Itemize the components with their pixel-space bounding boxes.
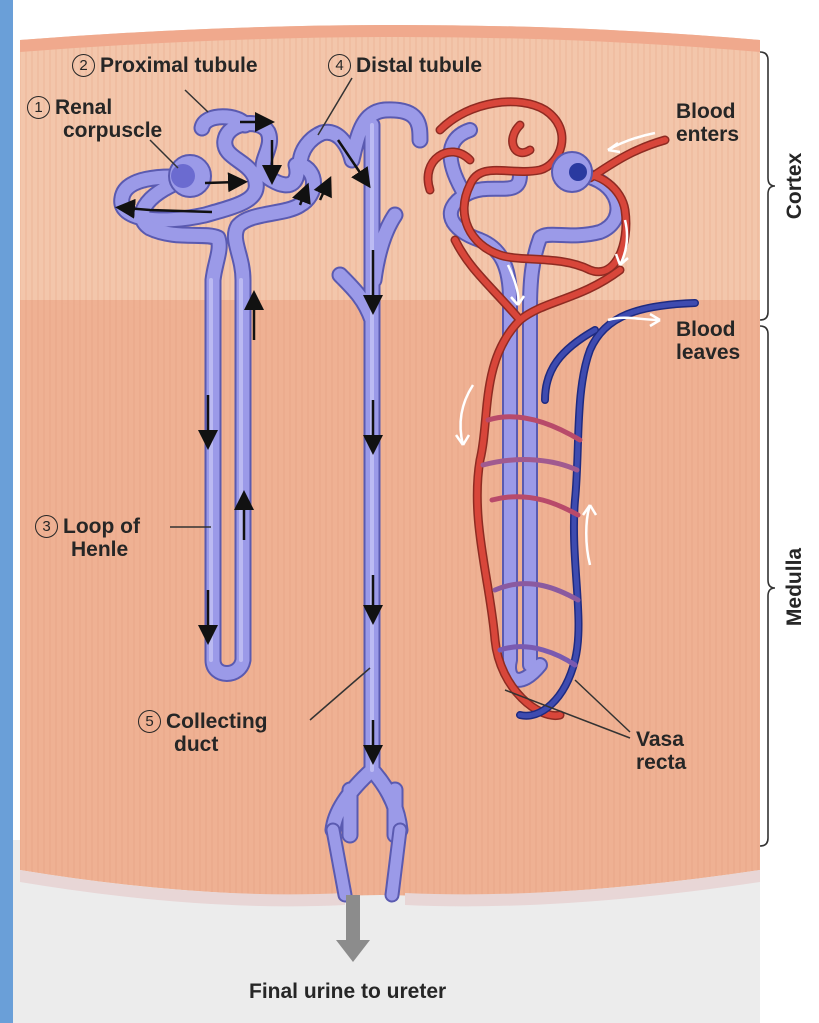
label-text: corpuscle — [27, 119, 162, 142]
label-number: 5 — [138, 710, 161, 733]
label-text: Distal tubule — [356, 54, 482, 77]
label-text: Loop of — [63, 515, 140, 538]
label-number: 4 — [328, 54, 351, 77]
label-vasa-recta: Vasa recta — [636, 728, 686, 774]
region-braces — [760, 52, 775, 846]
label-text: enters — [676, 123, 739, 146]
glomerulus — [552, 152, 592, 192]
side-bar — [0, 0, 13, 1023]
label-text: recta — [636, 751, 686, 774]
label-number: 2 — [72, 54, 95, 77]
label-text: Blood — [676, 100, 739, 123]
label-text: Collecting — [166, 710, 268, 733]
renal-corpuscle-capsule — [169, 155, 211, 197]
label-blood-leaves: Blood leaves — [676, 318, 740, 364]
region-label-cortex: Cortex — [783, 116, 807, 256]
label-number: 3 — [35, 515, 58, 538]
label-text: duct — [138, 733, 268, 756]
label-text: Renal — [55, 96, 112, 119]
region-label-medulla: Medulla — [783, 517, 807, 657]
label-text: Blood — [676, 318, 740, 341]
label-text: Proximal tubule — [100, 54, 258, 77]
label-number: 1 — [27, 96, 50, 119]
label-text: leaves — [676, 341, 740, 364]
label-text: Henle — [35, 538, 140, 561]
label-text: Vasa — [636, 728, 686, 751]
label-final-urine: Final urine to ureter — [249, 980, 446, 1003]
label-blood-enters: Blood enters — [676, 100, 739, 146]
